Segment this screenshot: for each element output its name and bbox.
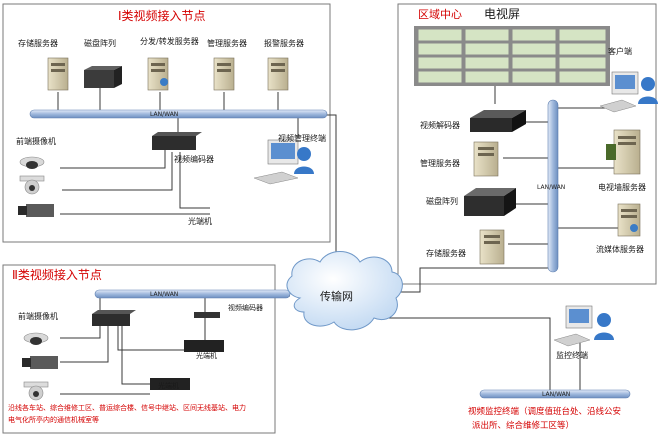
class2-encoder-main <box>92 310 136 326</box>
regional-mgmt-server <box>473 141 499 177</box>
regional-frame <box>397 3 657 285</box>
storage-server <box>47 57 69 91</box>
regional-disk-label: 磁盘阵列 <box>426 196 458 206</box>
class1-optical-label: 光端机 <box>188 216 212 226</box>
box-camera-icon <box>18 204 54 217</box>
class1-lan-label: LAN/WAN <box>150 111 178 118</box>
disk-array <box>84 66 122 88</box>
decoder-label: 视频解码器 <box>420 120 460 130</box>
class1-server-label-1: 磁盘阵列 <box>84 38 116 48</box>
class2-speed-dome-icon <box>23 381 49 401</box>
class2-encoder-label: 视频编码器 <box>228 303 263 312</box>
dome-camera-icon <box>19 156 45 169</box>
monitor-lan-label: LAN/WAN <box>542 391 570 398</box>
tv-wall-server-label: 电视墙服务器 <box>598 182 646 192</box>
class1-front-camera-label: 前端摄像机 <box>16 136 56 146</box>
class1-title: Ⅰ类视频接入节点 <box>118 8 206 23</box>
management-server <box>213 57 235 91</box>
class1-server-label-2: 分发/转发服务器 <box>140 36 199 46</box>
class1-lan-bus <box>29 109 328 119</box>
class2-note-line1: 沿线各车站、综合维修工区、普运综合楼、信号中继站、区间无线基站、电力 <box>8 403 246 412</box>
class1-server-label-3: 管理服务器 <box>207 38 247 48</box>
class2-lan-label: LAN/WAN <box>150 291 178 298</box>
class2-title: Ⅱ类视频接入节点 <box>12 267 102 282</box>
monitor-caption-line2: 派出所、综合维修工区等） <box>472 420 574 431</box>
client-workstation <box>599 71 658 113</box>
regional-disk-array <box>464 188 516 216</box>
tv-wall <box>414 26 610 86</box>
class2-note-line2: 电气化所亭内的通信机械室等 <box>8 415 99 424</box>
forwarding-server <box>147 57 169 91</box>
class2-frame <box>2 264 276 434</box>
class2-optical-label-2: 光端机 <box>158 381 179 390</box>
tv-wall-server <box>606 129 641 175</box>
regional-storage-server <box>479 229 505 265</box>
class1-frame <box>2 3 331 243</box>
monitor-lan-bus <box>479 389 631 399</box>
class2-front-camera-label: 前端摄像机 <box>18 311 58 321</box>
client-label: 客户端 <box>608 46 632 56</box>
mgmt-terminal <box>253 139 314 185</box>
class1-server-label-4: 报警服务器 <box>264 38 304 48</box>
tv-wall-label: 电视屏 <box>484 6 520 21</box>
links <box>57 82 618 395</box>
class2-dome-camera-icon <box>23 332 49 345</box>
regional-title: 区域中心 <box>418 8 462 21</box>
video-encoder <box>152 132 202 150</box>
class2-optical-label-1: 光端机 <box>196 351 217 360</box>
monitor-terminal-label: 监控终端 <box>556 350 588 360</box>
class2-encoder-small <box>194 312 220 318</box>
regional-storage-label: 存储服务器 <box>426 248 466 258</box>
monitor-terminal <box>553 305 614 347</box>
class1-server-label-0: 存储服务器 <box>18 38 58 48</box>
speed-dome-camera-icon <box>19 175 45 195</box>
transport-network-cloud <box>286 251 403 331</box>
class2-lan-bus <box>94 289 291 299</box>
stream-server <box>617 203 641 237</box>
class1-mgmt-terminal-label: 视频管理终端 <box>278 133 326 143</box>
regional-lan-label: LAN/WAN <box>537 184 565 191</box>
video-decoder <box>470 110 526 132</box>
transport-network-label: 传输网 <box>320 289 353 303</box>
regional-lan-bus <box>547 99 559 273</box>
stream-server-label: 流媒体服务器 <box>596 244 644 254</box>
regional-mgmt-label: 管理服务器 <box>420 158 460 168</box>
monitor-caption-line1: 视频监控终端（调度值班台处、沿线公安 <box>468 406 621 417</box>
alarm-server <box>267 57 289 91</box>
class2-optical-1 <box>184 340 224 352</box>
class2-box-camera-icon <box>22 356 58 369</box>
class1-encoder-label: 视频编码器 <box>174 154 214 164</box>
class1-server-label-2: 分发/转发服务器 <box>140 36 199 46</box>
class2-optical-2 <box>150 378 190 390</box>
